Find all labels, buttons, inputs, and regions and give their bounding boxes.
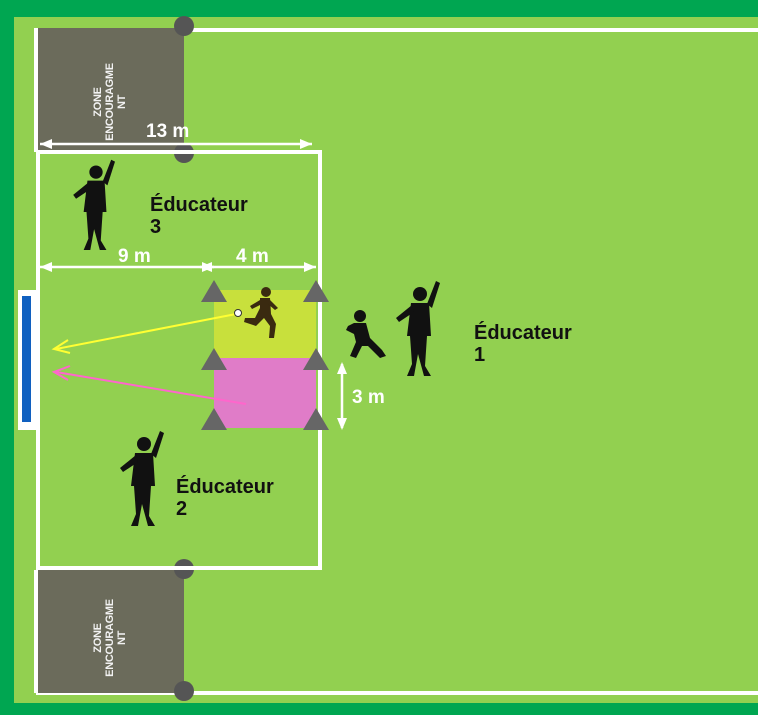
shot-arrow-yellow-head (51, 339, 71, 354)
goal (22, 296, 31, 422)
post-marker-bottom (174, 681, 194, 701)
encouragement-zone-bottom (36, 570, 184, 693)
post-marker-top (174, 16, 194, 36)
cone (303, 348, 329, 370)
shot-arrow-yellow (55, 313, 237, 350)
ball (234, 309, 242, 317)
educator-3-label: Éducateur 3 (150, 194, 248, 238)
shot-arrow-pink-head (51, 365, 71, 381)
shot-arrow-pink (55, 371, 247, 405)
player-running (346, 310, 386, 358)
player-kicking (244, 287, 278, 338)
zone-label-bottom: ZONE ENCOURAGME NT (92, 599, 128, 677)
cone (201, 348, 227, 370)
educator-2-label: Éducateur 2 (176, 476, 274, 520)
dim-4m-arrowhead-right (304, 262, 316, 272)
dim-13m-arrowhead-left (40, 139, 52, 149)
zone-label-top: ZONE ENCOURAGME NT (92, 63, 128, 141)
cone (201, 280, 227, 302)
cone (201, 408, 227, 430)
dim-9m-arrowhead-left (40, 262, 52, 272)
dimension-3m: 3 m (352, 387, 385, 408)
educator-1-label: Éducateur 1 (474, 322, 572, 366)
dimension-9m: 9 m (118, 246, 151, 267)
square-pink (214, 358, 316, 428)
dim-3m-arrowhead-bottom (337, 418, 347, 430)
cone (303, 280, 329, 302)
dim-4m-arrowhead-left (200, 262, 212, 272)
dim-3m-arrowhead-top (337, 362, 347, 374)
cone (303, 408, 329, 430)
encouragement-zone-top (36, 28, 184, 152)
dimension-13m: 13 m (146, 121, 190, 142)
dim-13m-arrowhead-right (300, 139, 312, 149)
dimension-4m: 4 m (236, 246, 269, 267)
